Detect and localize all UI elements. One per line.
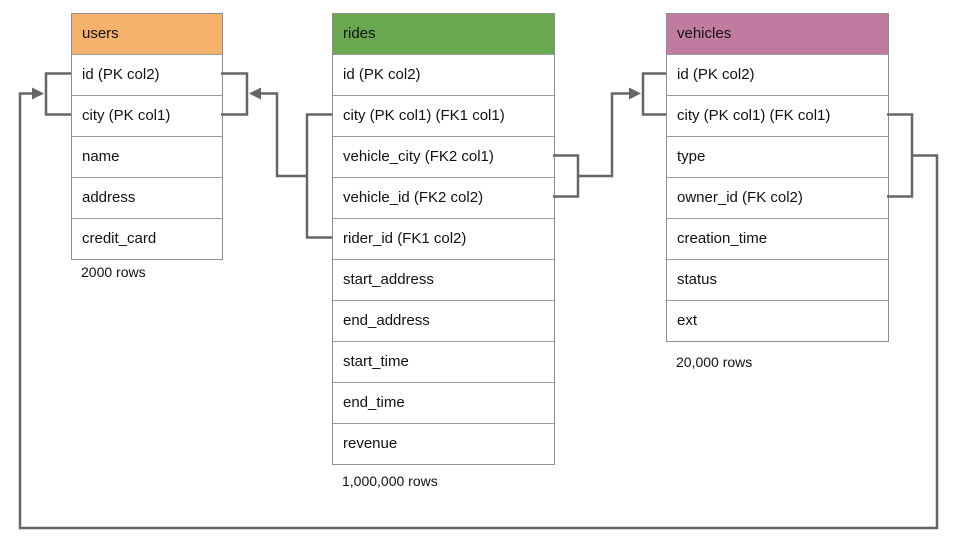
rides-fk1-bracket-left [305,113,332,239]
table-vehicles-col-creation-time: creation_time [667,218,888,259]
fk1-link-line [251,92,307,178]
table-vehicles-col-id: id (PK col2) [667,54,888,95]
table-vehicles-col-owner-id: owner_id (FK col2) [667,177,888,218]
table-rides: rides id (PK col2) city (PK col1) (FK1 c… [332,13,555,465]
users-pk-bracket-right [221,72,249,116]
table-rides-col-id: id (PK col2) [333,54,554,95]
table-rides-col-start-address: start_address [333,259,554,300]
fk2-arrowhead [629,87,641,100]
table-vehicles-col-status: status [667,259,888,300]
users-pk-bracket-left [44,72,71,116]
table-vehicles-rowcount: 20,000 rows [676,354,753,370]
table-vehicles-col-ext: ext [667,300,888,341]
table-rides-header: rides [333,14,554,54]
table-vehicles-col-type: type [667,136,888,177]
table-vehicles-header: vehicles [667,14,888,54]
table-rides-col-end-time: end_time [333,382,554,423]
table-vehicles: vehicles id (PK col2) city (PK col1) (FK… [666,13,889,342]
table-rides-rowcount: 1,000,000 rows [342,473,438,489]
table-users-col-address: address [72,177,222,218]
table-users: users id (PK col2) city (PK col1) name a… [71,13,223,260]
table-rides-col-city: city (PK col1) (FK1 col1) [333,95,554,136]
fk1-arrowhead [249,87,261,100]
table-rides-col-vehicle-city: vehicle_city (FK2 col1) [333,136,554,177]
table-users-col-credit-card: credit_card [72,218,222,259]
table-vehicles-col-city: city (PK col1) (FK col1) [667,95,888,136]
table-rides-col-end-address: end_address [333,300,554,341]
table-users-rowcount: 2000 rows [81,264,146,280]
table-rides-col-start-time: start_time [333,341,554,382]
table-users-header: users [72,14,222,54]
table-rides-col-revenue: revenue [333,423,554,464]
table-users-col-city: city (PK col1) [72,95,222,136]
vehicles-fk-bracket-right [887,113,914,198]
vehicles-fk-arrowhead [32,87,44,100]
table-users-col-id: id (PK col2) [72,54,222,95]
fk2-link-line [578,92,637,178]
table-users-col-name: name [72,136,222,177]
table-rides-col-vehicle-id: vehicle_id (FK2 col2) [333,177,554,218]
fk-rides-to-users [221,72,332,239]
table-rides-col-rider-id: rider_id (FK1 col2) [333,218,554,259]
rides-fk2-bracket-right [553,154,580,198]
vehicles-pk-bracket-left [641,72,666,116]
fk-rides-to-vehicles [553,72,666,198]
